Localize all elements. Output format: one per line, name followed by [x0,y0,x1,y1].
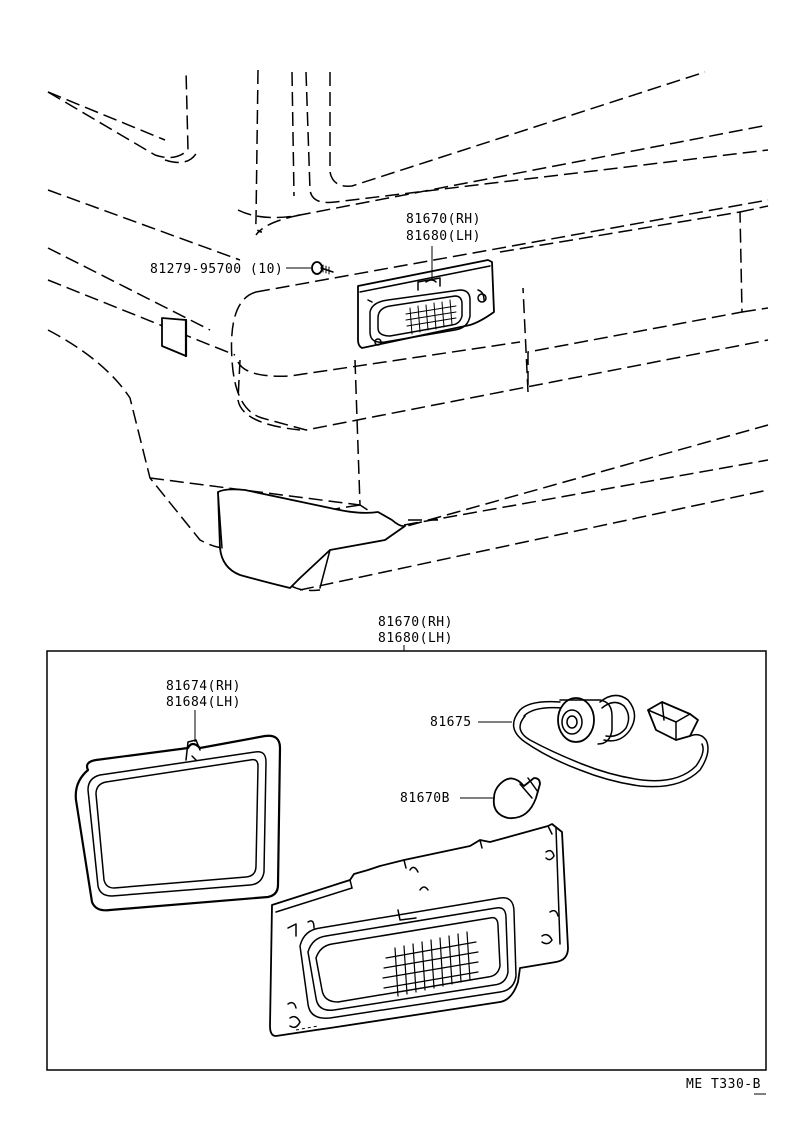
assembly-frame [46,650,767,1071]
bulb [492,777,541,820]
label-lens-lh: 81684(LH) [166,695,241,710]
lens-gasket [74,734,282,912]
screw-part [311,261,334,275]
installed-license-lamp [357,259,495,349]
label-screw: 81279-95700 (10) [150,262,283,277]
label-assembly-lh: 81680(LH) [378,631,453,646]
socket-wire [512,694,709,788]
lamp-housing [269,823,569,1037]
label-bulb: 81670B [400,791,450,806]
label-lamp-rh: 81670(RH) [406,212,481,227]
vehicle-rear-view [47,69,769,592]
label-socket: 81675 [430,715,472,730]
label-assembly-rh: 81670(RH) [378,615,453,630]
label-lamp-lh: 81680(LH) [406,229,481,244]
label-lens-rh: 81674(RH) [166,679,241,694]
drawing-code: ME T330-B [686,1077,761,1092]
